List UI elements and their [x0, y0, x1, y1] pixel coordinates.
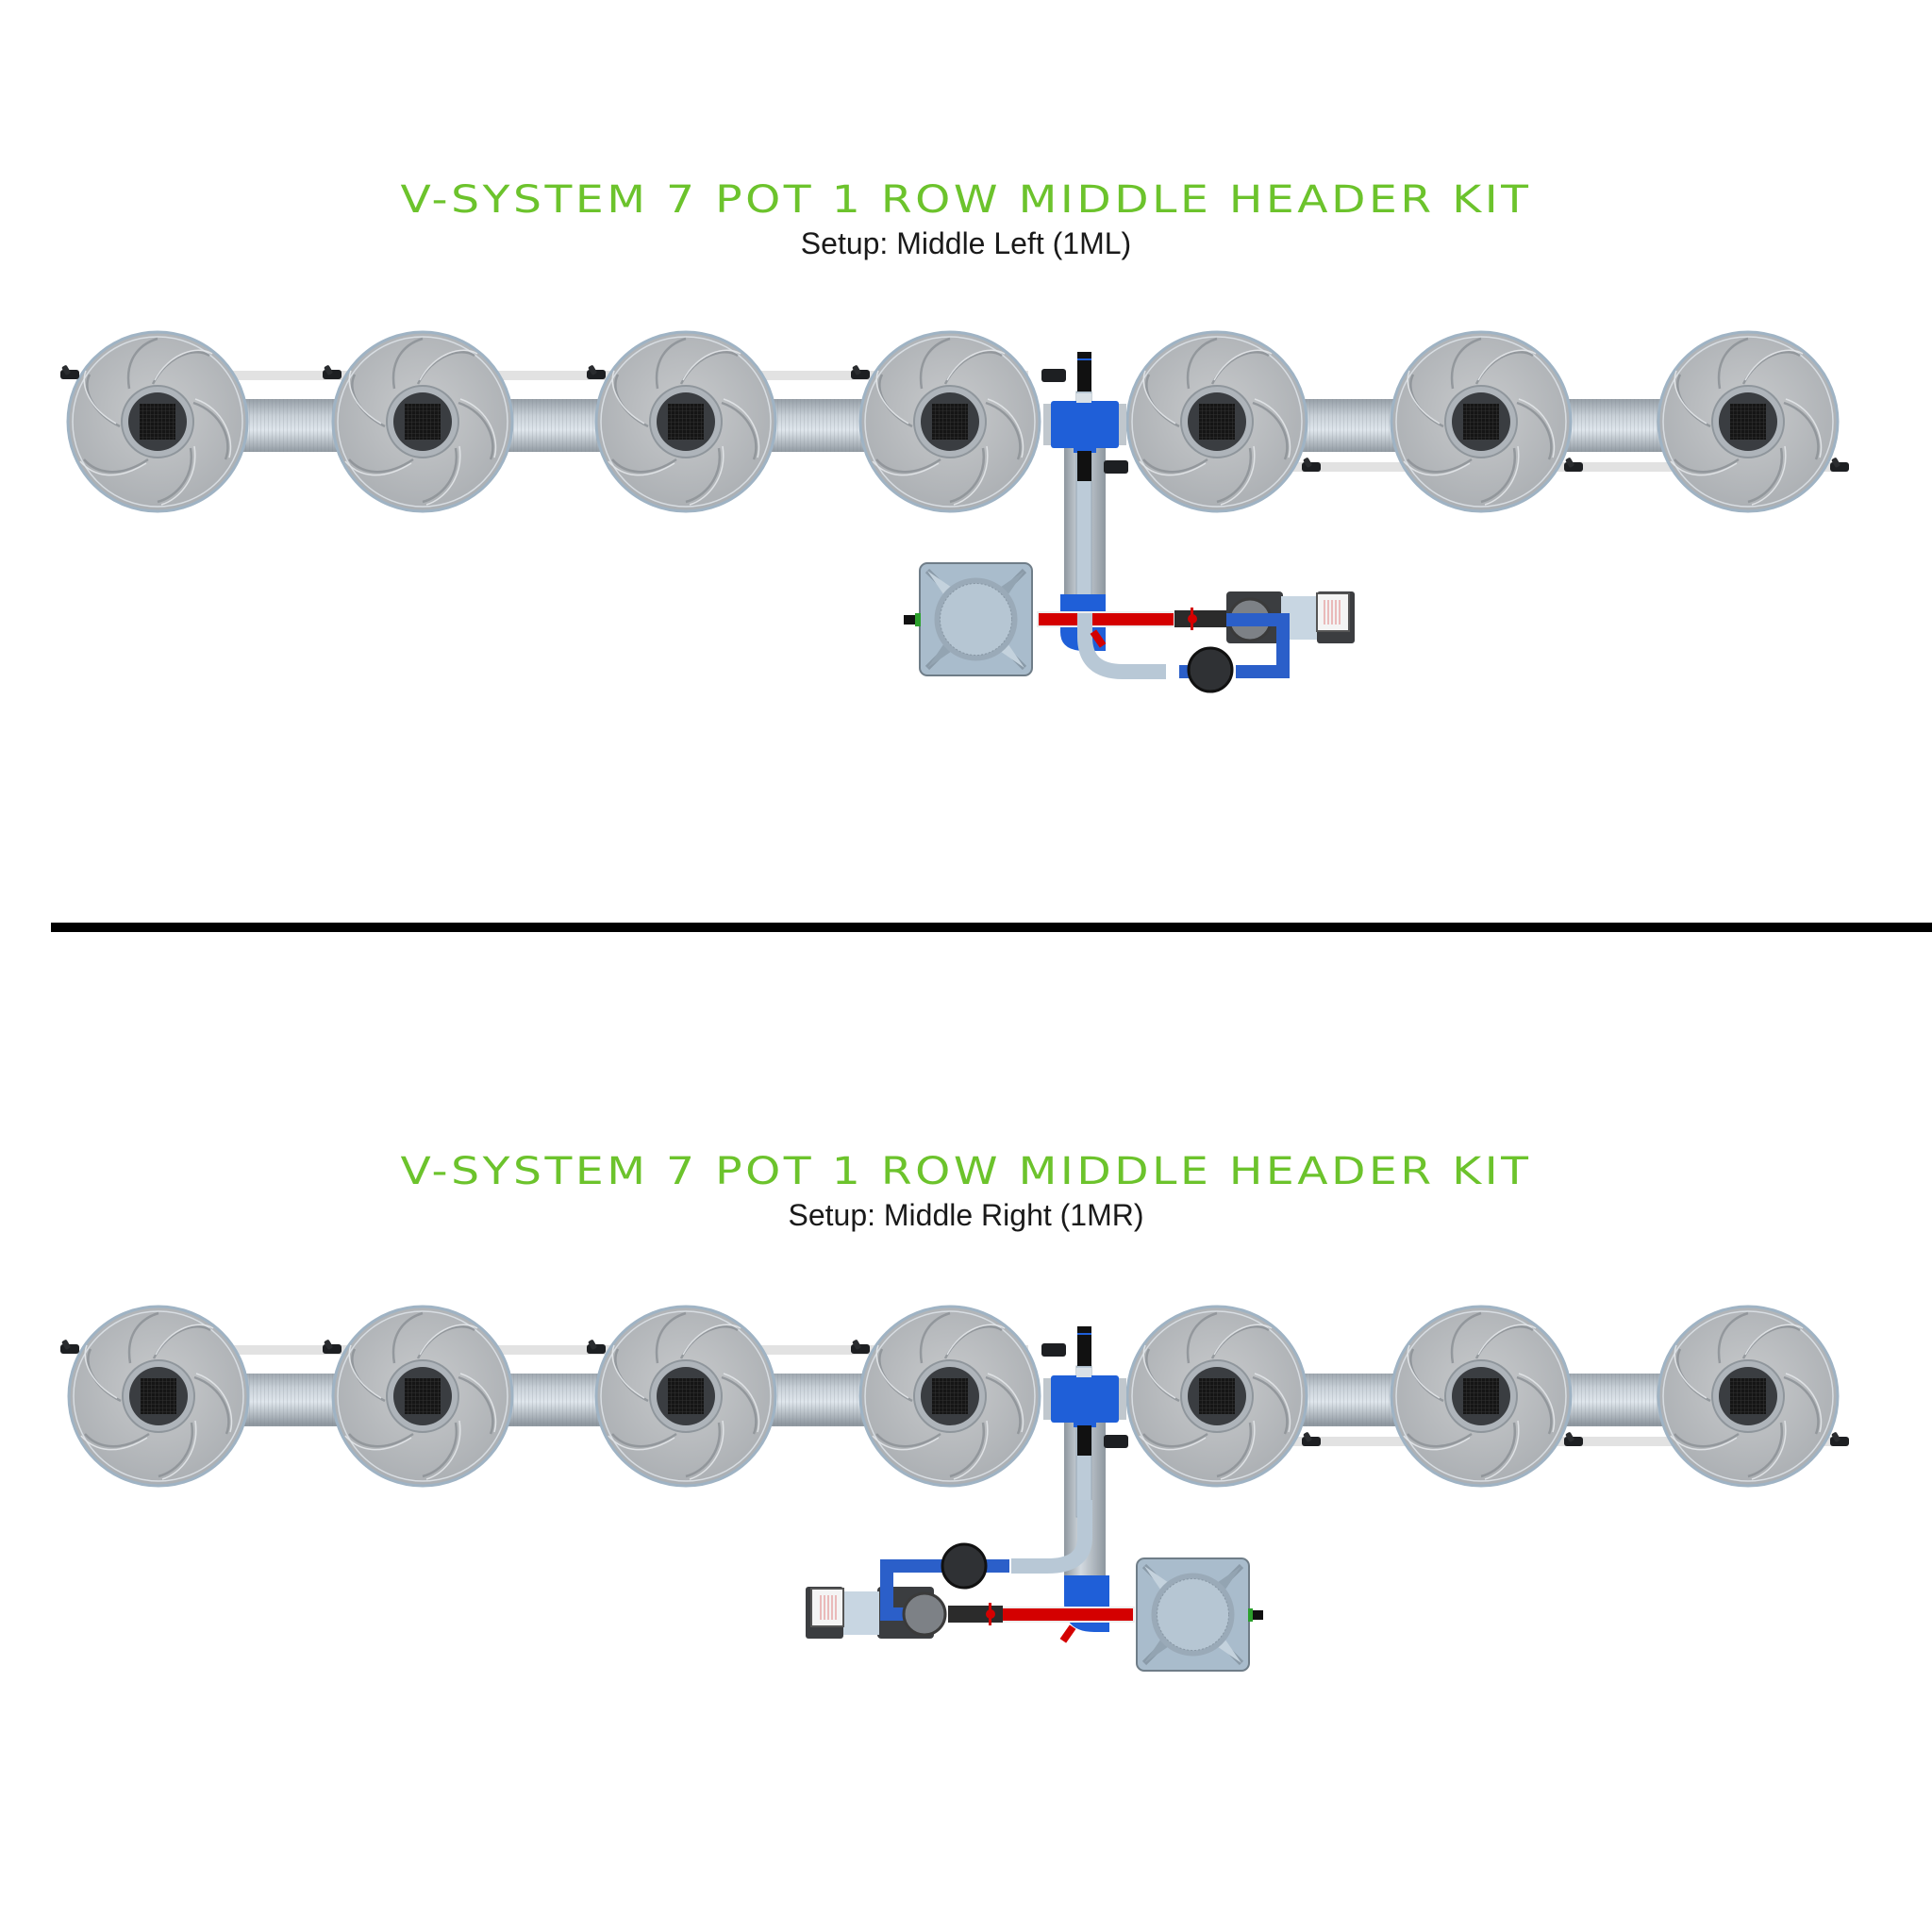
header-tee-manifold	[1043, 352, 1126, 481]
system-layout-diagram	[60, 1305, 1849, 1821]
pot-icon	[331, 330, 514, 513]
valve-icon	[1090, 608, 1226, 648]
blue-pump-loop	[1226, 613, 1290, 678]
kit-title: V-SYSTEM 7 POT 1 ROW MIDDLE HEADER KIT	[400, 178, 1532, 222]
pot-icon	[1657, 330, 1840, 513]
setup-subtitle: Setup: Middle Right (1MR)	[788, 1198, 1144, 1232]
pot-icon	[66, 330, 249, 513]
red-return-pipe	[1001, 1607, 1135, 1623]
reservoir-tank-icon	[904, 563, 1032, 675]
reservoir-tank-icon	[1137, 1558, 1263, 1671]
flow-meter-icon	[941, 1542, 988, 1590]
feed-hose	[1011, 1500, 1092, 1574]
system-layout-diagram	[60, 330, 1849, 693]
flow-meter-icon	[1187, 646, 1234, 693]
pot-icon	[858, 1305, 1041, 1488]
diagram-section-middle-left: V-SYSTEM 7 POT 1 ROW MIDDLE HEADER KIT S…	[0, 0, 1932, 849]
setup-subtitle: Setup: Middle Left (1ML)	[800, 226, 1132, 260]
kit-title: V-SYSTEM 7 POT 1 ROW MIDDLE HEADER KIT	[400, 1150, 1532, 1193]
pot-icon	[858, 330, 1041, 513]
pot-icon	[331, 1305, 514, 1488]
pot-icon	[1125, 330, 1308, 513]
hose-fittings	[60, 1339, 1849, 1448]
red-return-pipe	[1037, 611, 1175, 627]
diagram-section-middle-right: V-SYSTEM 7 POT 1 ROW MIDDLE HEADER KIT S…	[0, 972, 1932, 1821]
feed-hose	[1077, 613, 1166, 679]
pot-icon	[1390, 330, 1573, 513]
pot-icon	[594, 1305, 777, 1488]
pot-icon	[1657, 1305, 1840, 1488]
pot-icon	[67, 1305, 250, 1488]
header-tee-manifold	[1043, 1326, 1126, 1456]
return-elbow	[1064, 1575, 1109, 1632]
section-divider	[51, 923, 1932, 932]
filter-icon	[902, 1591, 947, 1637]
pot-icon	[1390, 1305, 1573, 1488]
hose-fittings	[60, 364, 1849, 474]
pot-icon	[594, 330, 777, 513]
valve-icon	[948, 1603, 1076, 1643]
pot-icon	[1125, 1305, 1308, 1488]
